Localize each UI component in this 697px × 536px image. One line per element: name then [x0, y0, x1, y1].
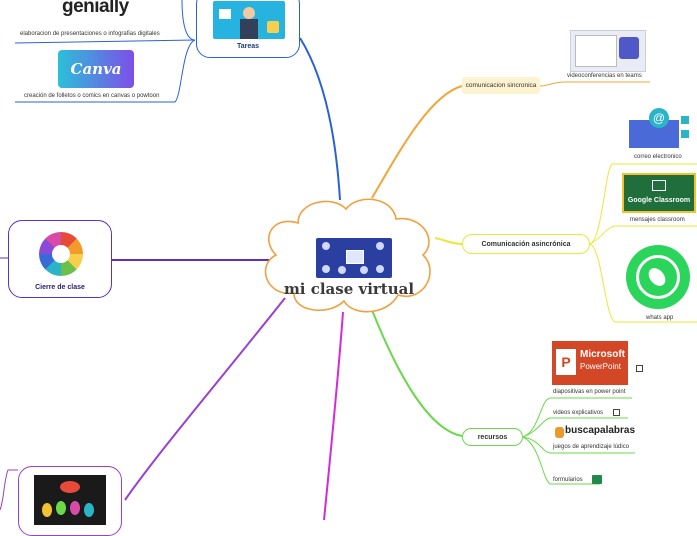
- sincronica-node[interactable]: comunicacion sincronica: [462, 77, 540, 94]
- canva-logo-text: Canva: [70, 60, 122, 78]
- powerpoint-caption: diapositivas en power point: [553, 389, 626, 395]
- email-line: [589, 163, 697, 245]
- bottom-left-branch-line: [124, 297, 286, 501]
- sincronica-branch-line: [371, 85, 463, 199]
- powerpoint-logo-line2: PowerPoint: [580, 362, 621, 371]
- powerpoint-external-link-icon[interactable]: [636, 365, 643, 372]
- videos-line: [522, 417, 628, 438]
- connector-lines: [0, 0, 697, 520]
- teams-image: [570, 30, 646, 72]
- canva-line: [15, 39, 196, 103]
- genially-caption: elaboracion de presentaciones o infograf…: [20, 31, 160, 37]
- email-image: @: [623, 106, 695, 150]
- tareas-sub-line: [181, 0, 196, 41]
- teams-caption: videoconferencias en teams: [567, 73, 642, 79]
- cierre-wheel-image: [39, 232, 83, 276]
- ppt-line: [522, 397, 632, 438]
- forms-icon: [592, 475, 603, 484]
- cierre-label: Cierre de clase: [35, 284, 85, 291]
- videos-caption-text: videos explicativos: [553, 410, 604, 417]
- formularios-caption-text: formularios: [553, 477, 583, 484]
- asincronica-node[interactable]: Comunicación asincrónica: [462, 234, 590, 254]
- classroom-logo-text: Google Classroom: [627, 197, 691, 204]
- bottom-left-node[interactable]: [18, 466, 122, 536]
- classroom-line: [589, 225, 697, 245]
- central-title: mi clase virtual: [283, 280, 415, 298]
- juegos-caption: juegos de aprendizaje lúdico: [553, 444, 630, 450]
- tareas-image: [213, 1, 285, 39]
- recursos-label: recursos: [477, 433, 508, 441]
- bottom-left-image: [34, 475, 106, 525]
- tareas-label: Tareas: [236, 43, 260, 50]
- classroom-caption: mensajes classroom: [630, 217, 685, 223]
- buscapalabras-logo: buscapalabras: [555, 425, 636, 441]
- sincronica-label: comunicacion sincronica: [465, 82, 537, 89]
- central-image: [316, 238, 392, 278]
- asincronica-branch-line: [434, 237, 463, 245]
- powerpoint-logo: P Microsoft PowerPoint: [552, 341, 628, 385]
- buscapalabras-logo-text: buscapalabras: [565, 425, 636, 436]
- juegos-line: [522, 436, 635, 454]
- videos-external-link-icon[interactable]: [612, 409, 620, 416]
- recursos-node[interactable]: recursos: [462, 428, 523, 446]
- whatsapp-caption: whats app: [646, 315, 674, 321]
- teams-line: [539, 81, 650, 87]
- recursos-branch-line: [371, 309, 463, 437]
- asincronica-label: Comunicación asincrónica: [481, 240, 571, 248]
- whatsapp-icon: [626, 245, 690, 309]
- canva-caption: creación de folletos o comics en canvas …: [24, 93, 160, 99]
- cierre-node[interactable]: Cierre de clase: [8, 220, 112, 298]
- canva-logo-tile: Canva: [58, 50, 134, 88]
- videos-caption: videos explicativos: [553, 409, 620, 416]
- email-caption: correo electronico: [634, 154, 682, 160]
- formularios-line: [522, 436, 600, 485]
- genially-logo: genially: [62, 0, 129, 17]
- genially-line: [14, 39, 196, 44]
- whatsapp-line: [589, 243, 697, 323]
- bottom-branch-line: [323, 311, 344, 520]
- formularios-caption: formularios: [553, 475, 603, 484]
- tareas-node[interactable]: Tareas: [196, 0, 300, 58]
- powerpoint-logo-line1: Microsoft: [580, 349, 625, 360]
- bottom-left-sub-line: [0, 469, 18, 511]
- tareas-branch-line: [299, 37, 341, 201]
- classroom-logo: Google Classroom: [622, 173, 696, 213]
